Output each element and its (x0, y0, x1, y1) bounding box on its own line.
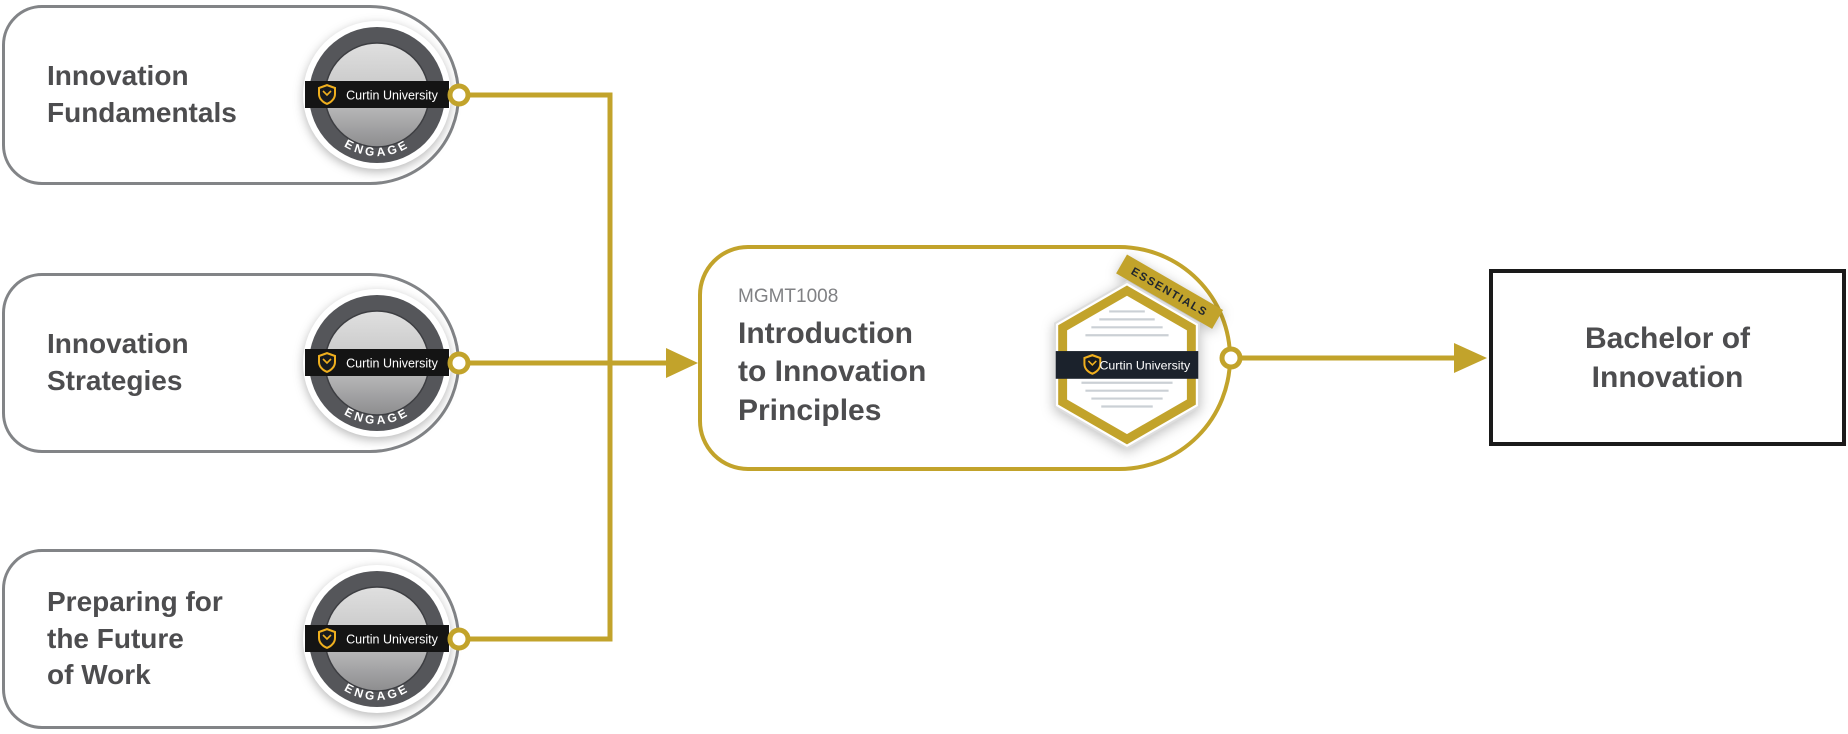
course-title: Innovation Strategies (47, 328, 189, 396)
arrowhead-to-outcome-icon (1454, 343, 1487, 373)
badge-banner (1055, 351, 1199, 379)
badge-org-label: Curtin University (346, 633, 438, 647)
curtin-shield-icon (318, 84, 336, 105)
course-card-preparing-for-the-future-of-work[interactable]: Preparing for the Future of Work ENGAGE … (2, 549, 460, 729)
unit-code: MGMT1008 (738, 285, 839, 307)
curtin-engage-badge-icon: ENGAGE Curtin University (303, 21, 451, 169)
curtin-shield-icon (1083, 354, 1102, 375)
certificate-lines (1081, 310, 1173, 408)
curtin-engage-badge-icon: ENGAGE Curtin University (303, 565, 451, 713)
unit-text-block: MGMT1008 Introduction to Innovation Prin… (702, 286, 926, 430)
curtin-shield-icon (318, 628, 336, 649)
outcome-card-bachelor-of-innovation[interactable]: Bachelor of Innovation (1489, 269, 1846, 446)
badge-org-label: Curtin University (346, 357, 438, 371)
arrowhead-to-unit-icon (666, 348, 698, 378)
connector-top-bottom (462, 92, 613, 642)
curtin-engage-badge-icon: ENGAGE Curtin University (303, 289, 451, 437)
badge-org-label: Curtin University (1099, 358, 1190, 372)
outcome-title: Bachelor of Innovation (1584, 321, 1751, 394)
curtin-shield-icon (318, 352, 336, 373)
course-card-innovation-strategies[interactable]: Innovation Strategies ENGAGE Curtin Univ… (2, 273, 460, 453)
unit-title: Introduction to Innovation Principles (738, 316, 927, 427)
curtin-essentials-badge-icon: ESSENTIALS Curtin University (1054, 254, 1224, 450)
course-card-innovation-fundamentals[interactable]: Innovation Fundamentals ENGAGE Curtin Un… (2, 5, 460, 185)
badge-org-label: Curtin University (346, 89, 438, 103)
course-title: Preparing for the Future of Work (47, 585, 223, 691)
unit-card-mgmt1008[interactable]: MGMT1008 Introduction to Innovation Prin… (698, 245, 1232, 471)
course-title: Innovation Fundamentals (47, 60, 237, 128)
